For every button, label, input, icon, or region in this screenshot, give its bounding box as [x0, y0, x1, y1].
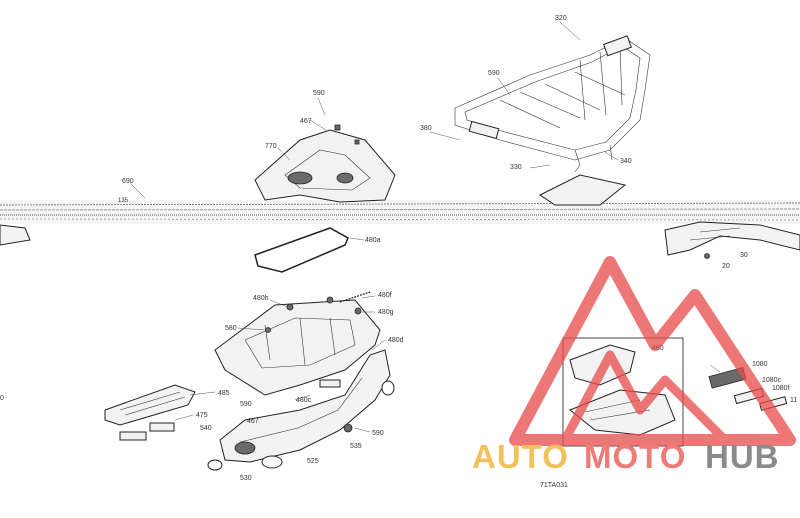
- callout-340: 340: [620, 158, 632, 165]
- bottom-frame: [214, 291, 381, 396]
- callout-480c: 480c: [296, 397, 312, 404]
- callout-590-right: 590: [372, 430, 384, 437]
- callout-labels: 320 590 380 330 340 590 467 770 690 135 …: [0, 15, 797, 489]
- front-bumper: [207, 349, 395, 471]
- rear-rack: [454, 35, 651, 173]
- callout-1080: 1080: [752, 361, 768, 368]
- callout-535: 535: [350, 443, 362, 450]
- callout-525: 525: [307, 458, 319, 465]
- top-cover: [254, 124, 396, 203]
- callout-135: 135: [118, 198, 129, 204]
- callout-320: 320: [555, 15, 567, 22]
- rack-tray: [539, 174, 627, 206]
- callout-30: 30: [740, 252, 748, 259]
- gasket-480a: [254, 227, 349, 273]
- callout-467-bumper: 467: [247, 418, 259, 425]
- callout-480a: 480a: [365, 237, 381, 244]
- left-edge-part: [0, 224, 31, 246]
- watermark-triangle-icon: [509, 256, 796, 446]
- floor-panel: [104, 384, 196, 441]
- figure-code: 71TA031: [540, 482, 568, 489]
- callout-330: 330: [510, 164, 522, 171]
- callout-690: 690: [122, 178, 134, 185]
- callout-540: 540: [200, 425, 212, 432]
- callout-770: 770: [265, 143, 277, 150]
- callout-590-bumper: 590: [240, 401, 252, 408]
- callout-1080c: 1080c: [762, 377, 782, 384]
- watermark: AUTO MOTO HUB: [472, 256, 796, 475]
- watermark-auto: AUTO: [472, 438, 569, 475]
- callout-380: 380: [420, 125, 432, 132]
- callout-480f: 480f: [378, 292, 392, 299]
- callout-480d: 480d: [388, 337, 404, 344]
- watermark-moto: MOTO: [584, 438, 686, 475]
- callout-0-left: 0: [0, 395, 4, 402]
- scan-band: [0, 200, 800, 224]
- callout-530: 530: [240, 475, 252, 482]
- inset-box: [562, 337, 684, 447]
- callout-20: 20: [722, 263, 730, 270]
- callout-590-rack: 590: [488, 70, 500, 77]
- callout-480g: 480g: [378, 309, 394, 316]
- callout-590-cover: 590: [313, 90, 325, 97]
- watermark-hub: HUB: [705, 438, 780, 475]
- leader-lines: [129, 21, 721, 433]
- callout-1080f: 1080f: [772, 385, 790, 392]
- callout-475: 475: [196, 412, 208, 419]
- callout-480h: 480h: [253, 295, 269, 302]
- callout-485: 485: [218, 390, 230, 397]
- right-fender: [664, 221, 800, 259]
- callout-580: 580: [225, 325, 237, 332]
- callout-11: 11: [790, 397, 797, 404]
- callout-467-cover: 467: [300, 118, 312, 125]
